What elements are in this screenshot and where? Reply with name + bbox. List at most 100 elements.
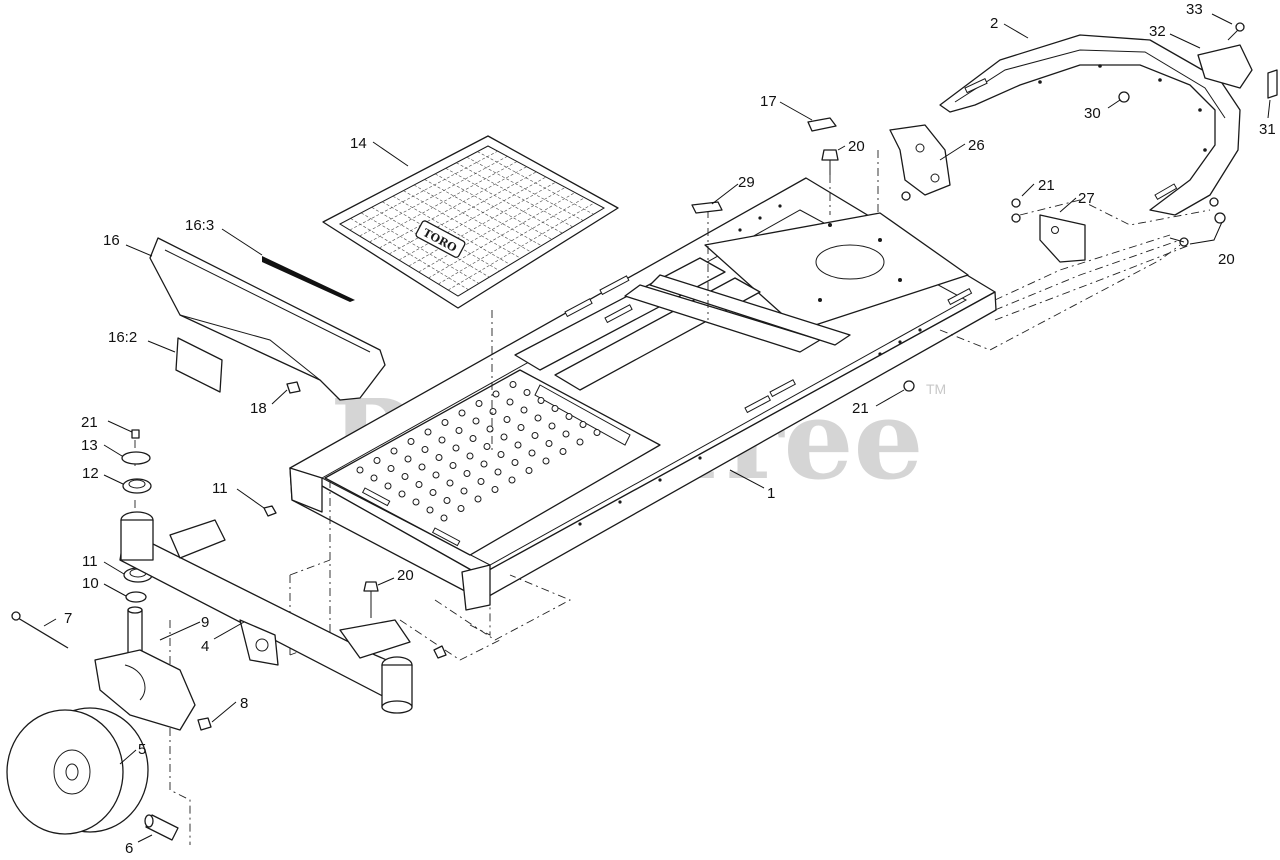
part-4-front-axle (119, 511, 413, 714)
footplate-hole-grid (356, 381, 601, 522)
footplate-hole (593, 429, 601, 436)
footplate-hole (441, 419, 449, 426)
callout-2: 2 (990, 15, 998, 32)
part-5-wheel (6, 707, 149, 835)
part-20-bolts-rear (1169, 197, 1226, 247)
footplate-hole (474, 495, 482, 503)
part-33-bolt (1227, 22, 1245, 41)
callout-9: 9 (201, 614, 209, 631)
footplate-hole (387, 465, 395, 472)
footplate-hole (537, 397, 545, 404)
callout-5: 5 (138, 741, 146, 758)
callout-12: 13 (81, 437, 98, 454)
footplate-hole (356, 466, 364, 474)
footplate-hole (579, 421, 587, 428)
part-6-spacer (144, 814, 179, 841)
footplate-hole (443, 497, 451, 504)
mat-texture-line (379, 166, 527, 249)
footplate-hole (472, 417, 480, 425)
callout-31: 31 (1259, 121, 1276, 138)
footplate-hole (440, 514, 448, 522)
callout-leaders (43, 13, 1271, 843)
callout-7: 7 (64, 610, 72, 627)
mat-texture-line (389, 171, 537, 255)
footplate-hole (407, 438, 415, 445)
callout-27: 27 (1078, 190, 1095, 207)
callout-16-2: 16:2 (108, 329, 137, 346)
footplate-hole (384, 482, 392, 490)
footplate-hole (534, 414, 542, 422)
callout-21-rear: 21 (1038, 177, 1055, 194)
callout-1: 1 (767, 485, 775, 502)
footplate-hole (415, 481, 423, 488)
callout-18: 18 (250, 400, 267, 417)
callout-21-front: 11 (212, 480, 228, 497)
part-12-washer (121, 451, 151, 465)
part-14-floor-mat: TORO (322, 135, 619, 309)
footplate-hole (492, 390, 500, 398)
footplate-hole (559, 448, 567, 455)
footplate-hole (576, 438, 584, 446)
footplate-hole (424, 428, 432, 436)
footplate-hole (466, 452, 474, 460)
callout-10: 10 (82, 575, 99, 592)
footplate-hole (438, 436, 446, 444)
footplate-hole (497, 451, 505, 458)
callout-11-upper: 12 (82, 465, 99, 482)
mat-texture-line (438, 197, 585, 285)
footplate-hole (469, 435, 477, 442)
callout-20-top: 20 (848, 138, 865, 155)
footplate-hole (483, 443, 491, 450)
part-21-nut-side (903, 380, 915, 392)
part-29-decal (691, 201, 723, 214)
part-16-cover-panel (149, 237, 386, 401)
footplate-hole (509, 381, 517, 388)
part-10-seal (125, 591, 147, 603)
part-2-rear-handle-frame (939, 34, 1241, 216)
footplate-hole (418, 463, 426, 471)
mat-texture-line (349, 150, 498, 231)
footplate-hole (523, 389, 531, 396)
footplate-hole (480, 460, 488, 468)
mat-texture-line (418, 187, 566, 273)
part-8-bolt (197, 717, 212, 731)
footplate-hole (531, 432, 539, 439)
footplate-hole (426, 506, 434, 514)
part-17-decal (807, 117, 837, 132)
part-32-bracket (1197, 44, 1253, 89)
footplate-hole (401, 473, 409, 480)
part-20-bolt-top (821, 149, 839, 175)
part-13-screw (131, 429, 140, 439)
callout-30: 30 (1084, 105, 1101, 122)
footplate-hole (551, 405, 559, 412)
footplate-hole (390, 447, 398, 455)
part-11-bearing-upper (122, 478, 152, 494)
footplate-hole (520, 406, 528, 414)
part-27-bracket (1011, 198, 1086, 263)
footplate-hole (548, 422, 556, 430)
footplate-hole (508, 476, 516, 484)
callout-21-side: 21 (852, 400, 869, 417)
footplate-hole (514, 441, 522, 449)
callout-16: 16 (103, 232, 120, 249)
footplate-hole (491, 486, 499, 493)
footplate-hole (494, 468, 502, 476)
watermark-trademark: TM (926, 381, 946, 397)
footplate-hole (486, 425, 494, 433)
callout-11-lower: 11 (82, 553, 98, 570)
callout-13: 21 (81, 414, 98, 431)
callout-6: 6 (125, 840, 133, 857)
mat-texture-line (360, 212, 480, 284)
footplate-hole (412, 498, 420, 506)
footplate-hole (562, 430, 570, 438)
callout-26: 26 (968, 137, 985, 154)
callout-29: 29 (738, 174, 755, 191)
footplate-hole (432, 471, 440, 479)
footplate-hole (475, 400, 483, 407)
footplate-hole (545, 440, 553, 447)
part-30-nut (1118, 91, 1130, 103)
callout-16-3: 16:3 (185, 217, 214, 234)
footplate-hole (370, 474, 378, 482)
footplate-hole (446, 479, 454, 487)
footplate-hole (373, 457, 381, 464)
